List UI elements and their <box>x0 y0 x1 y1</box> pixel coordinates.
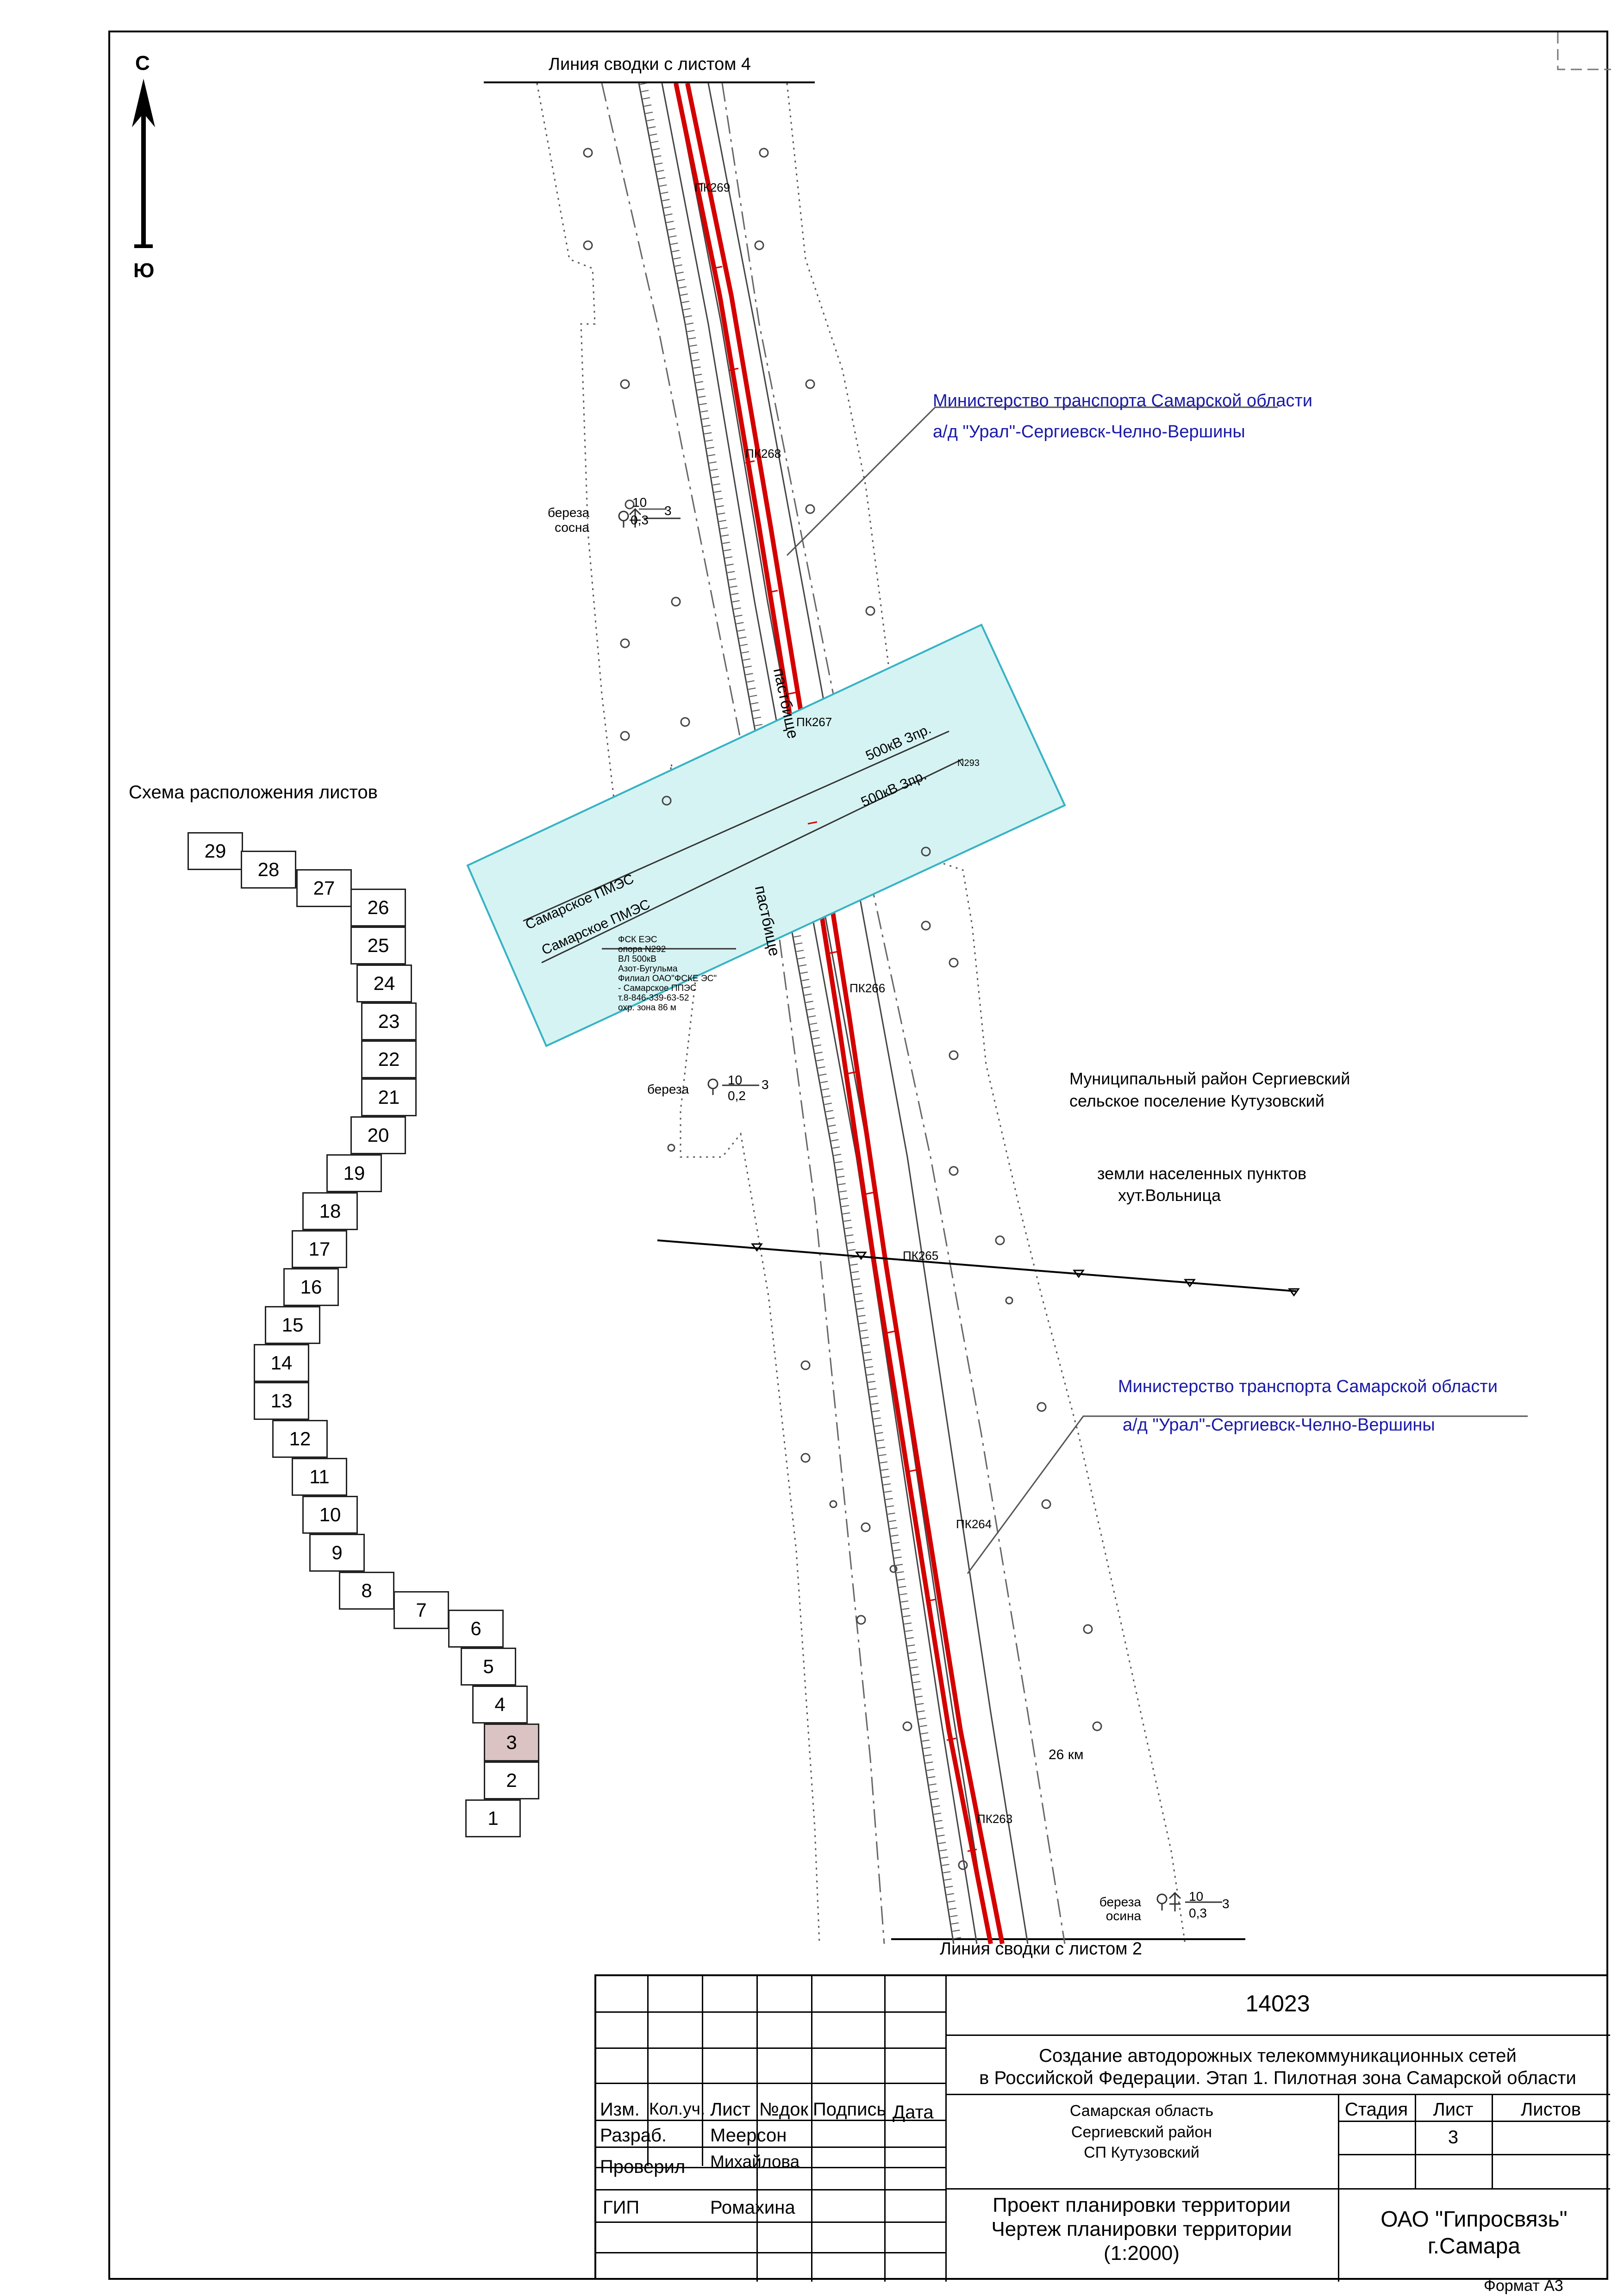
sheet-cell[interactable]: 29 <box>187 832 243 870</box>
lands-label-2: хут.Вольница <box>1118 1186 1221 1205</box>
match-line-top: Линия сводки с листом 4 <box>549 55 751 74</box>
power-line-zone <box>466 623 1066 1047</box>
sheet-cell[interactable]: 7 <box>394 1591 449 1629</box>
sheet-cell[interactable]: 28 <box>241 851 296 889</box>
match-line-bottom: Линия сводки с листом 2 <box>940 1939 1143 1959</box>
tree-height: 10 <box>1189 1889 1204 1904</box>
tree-distance: 3 <box>1222 1897 1230 1911</box>
sheets-label: Листов <box>1521 2099 1581 2120</box>
stamp-header: Подпись <box>813 2099 887 2120</box>
stamp-header: Изм. <box>600 2099 640 2120</box>
north-arrow-icon <box>132 79 155 248</box>
km-label: 26 км <box>1049 1747 1084 1762</box>
stamp-header: Лист <box>710 2099 750 2120</box>
compass-south-label: Ю <box>133 259 155 282</box>
org-city: г.Самара <box>1428 2234 1520 2259</box>
picket-label: ПК266 <box>849 981 886 995</box>
sheet-cell-current[interactable]: 3 <box>484 1724 539 1761</box>
sheet-cell[interactable]: 26 <box>350 889 406 927</box>
sheet-number: 3 <box>1448 2127 1459 2147</box>
drawing-scale: (1:2000) <box>1104 2242 1180 2265</box>
org-name: ОАО "Гипросвязь" <box>1380 2207 1568 2232</box>
paper-format: Формат А3 <box>1484 2277 1563 2295</box>
tree-icon <box>618 508 1222 1911</box>
picket-label: ПК267 <box>796 715 832 729</box>
sheet-cell[interactable]: 15 <box>265 1306 320 1344</box>
sheet-cell[interactable]: 2 <box>484 1761 539 1799</box>
drawing-title-1: Проект планировки территории <box>993 2194 1291 2216</box>
owner-label-top-2: а/д "Урал"-Сергиевск-Челно-Вершины <box>933 422 1245 442</box>
sheet-cell[interactable]: 4 <box>472 1686 528 1724</box>
pylon-label: N293 <box>957 758 980 768</box>
sheet-cell[interactable]: 1 <box>465 1799 521 1837</box>
stamp-name: Ромахина <box>710 2197 795 2218</box>
sheet-cell[interactable]: 23 <box>361 1002 417 1040</box>
tree-height: 10 <box>632 495 647 510</box>
title-block: Изм. Кол.уч. Лист №док Подпись Дата Разр… <box>594 1974 1610 2282</box>
stamp-header: Кол.уч. <box>649 2099 706 2118</box>
drawing-title-2: Чертеж планировки территории <box>991 2218 1292 2240</box>
location-1: Самарская область <box>1069 2102 1214 2120</box>
sheet-cell[interactable]: 20 <box>350 1116 406 1154</box>
lands-label-1: земли населенных пунктов <box>1097 1164 1307 1183</box>
sheet-cell[interactable]: 19 <box>326 1154 382 1192</box>
location-3: СП Кутузовский <box>1084 2144 1199 2161</box>
sheet-label: Лист <box>1433 2099 1474 2120</box>
stamp-name: Михайлова <box>710 2152 800 2171</box>
tree-species: береза <box>647 1082 689 1096</box>
project-name-2: в Российской Федерации. Этап 1. Пилотная… <box>979 2068 1576 2088</box>
tree-diameter: 0,3 <box>1189 1906 1207 1920</box>
sheet-cell[interactable]: 13 <box>254 1382 309 1420</box>
stage-label: Стадия <box>1344 2099 1408 2120</box>
sheet-cell[interactable]: 6 <box>448 1610 504 1648</box>
sheet-cell[interactable]: 14 <box>254 1344 309 1382</box>
stamp-name: Меерсон <box>710 2125 787 2146</box>
sheet-cell[interactable]: 16 <box>283 1268 339 1306</box>
sheet-cell[interactable]: 12 <box>272 1420 328 1458</box>
sheet-cell[interactable]: 11 <box>292 1458 347 1496</box>
stamp-header: Дата <box>893 2102 934 2122</box>
district-label-2: сельское поселение Кутузовский <box>1069 1091 1324 1110</box>
location-2: Сергиевский район <box>1071 2123 1212 2141</box>
stamp-role: Проверил <box>600 2157 686 2177</box>
sheet-cell[interactable]: 17 <box>292 1230 347 1268</box>
scheme-title: Схема расположения листов <box>129 782 378 803</box>
sheet-cell[interactable]: 8 <box>339 1572 394 1610</box>
cable-route <box>674 82 1005 1944</box>
tree-height: 10 <box>728 1073 743 1087</box>
sheet-cell[interactable]: 25 <box>350 927 406 964</box>
sheet-cell[interactable]: 27 <box>296 869 352 907</box>
picket-label: ПК269 <box>694 180 731 194</box>
owner-label-bottom-1: Министерство транспорта Самарской област… <box>1118 1377 1498 1396</box>
tree-distance: 3 <box>664 504 672 518</box>
owner-label-bottom-2: а/д "Урал"-Сергиевск-Челно-Вершины <box>1123 1415 1435 1435</box>
project-code: 14023 <box>1245 1991 1310 2016</box>
project-name-1: Создание автодорожных телекоммуникационн… <box>1039 2046 1517 2066</box>
tree-diameter: 0,2 <box>728 1089 746 1103</box>
sheet-cell[interactable]: 18 <box>302 1192 358 1230</box>
compass-north-label: С <box>135 52 150 75</box>
fsk-note: ФСК ЕЭС опора N292 ВЛ 500кВ Азот-Бугульм… <box>618 935 717 1013</box>
sheet-cell[interactable]: 21 <box>361 1078 417 1116</box>
stamp-role: ГИП <box>603 2197 640 2218</box>
stamp-role: Разраб. <box>600 2125 667 2146</box>
picket-label: ПК268 <box>745 447 781 460</box>
picket-label: ПК263 <box>977 1812 1013 1826</box>
owner-label-top-1: Министерство транспорта Самарской област… <box>933 391 1313 411</box>
district-label-1: Муниципальный район Сергиевский <box>1069 1069 1350 1088</box>
picket-label: ПК264 <box>956 1517 992 1531</box>
tree-diameter: 0,3 <box>631 513 649 527</box>
sheet-cell[interactable]: 5 <box>461 1648 516 1686</box>
sheet-cell[interactable]: 9 <box>309 1534 365 1572</box>
sheet-cell[interactable]: 22 <box>361 1040 417 1078</box>
tree-distance: 3 <box>762 1077 769 1092</box>
sheet-cell[interactable]: 24 <box>356 964 412 1002</box>
picket-label: ПК265 <box>903 1249 939 1263</box>
sheet-cell[interactable]: 10 <box>302 1496 358 1534</box>
stamp-header: №док <box>759 2099 808 2120</box>
